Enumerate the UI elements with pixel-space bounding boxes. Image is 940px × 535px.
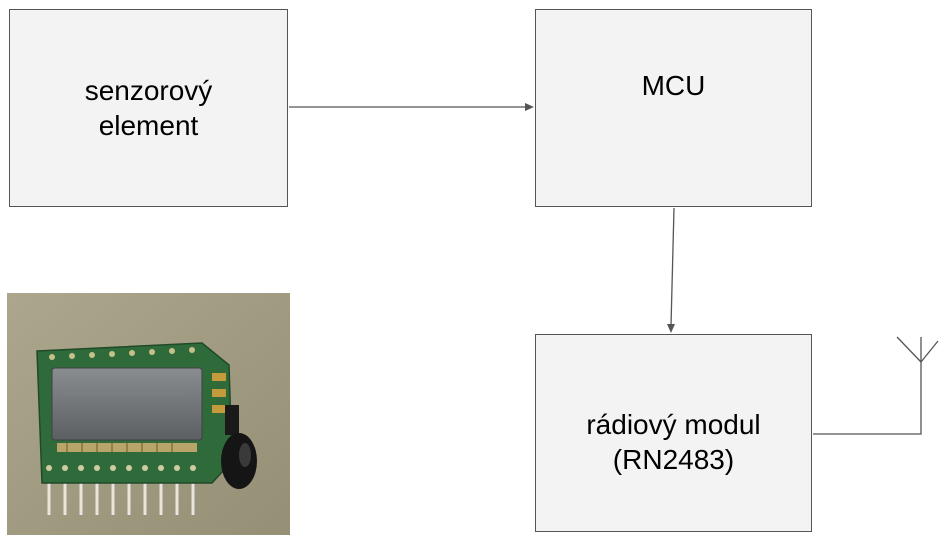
sensor-to-mcu-arrow bbox=[289, 103, 534, 111]
sensor-element-label: senzorový element bbox=[85, 73, 213, 143]
arrow-head-icon bbox=[525, 103, 534, 111]
radio-module-box: rádiový modul (RN2483) bbox=[535, 334, 812, 532]
radio-label-line1: rádiový modul bbox=[586, 409, 761, 440]
rn2483-module-photo bbox=[7, 293, 290, 535]
radio-label-line2: (RN2483) bbox=[612, 444, 735, 475]
sensor-element-box: senzorový element bbox=[9, 9, 288, 207]
mcu-to-radio-arrow bbox=[667, 207, 675, 333]
sensor-label-line2: element bbox=[98, 110, 199, 141]
arrow-head-icon bbox=[667, 324, 675, 333]
radio-module-label: rádiový modul (RN2483) bbox=[586, 407, 760, 477]
mcu-box: MCU bbox=[535, 9, 812, 207]
mcu-label: MCU bbox=[641, 70, 706, 101]
antenna-icon bbox=[813, 336, 939, 435]
sensor-label-line1: senzorový bbox=[84, 75, 213, 106]
